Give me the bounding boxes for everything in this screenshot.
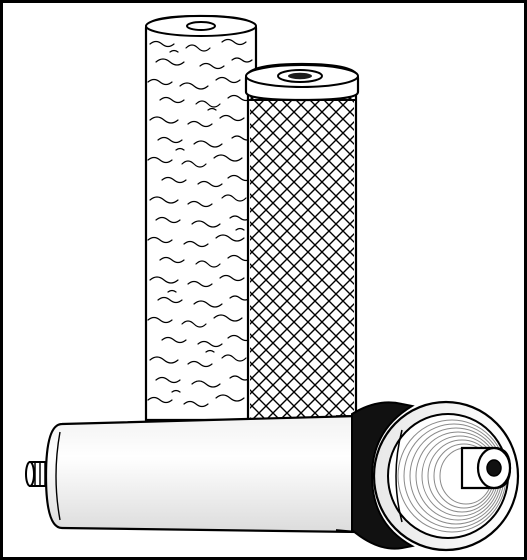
carbon-mesh-wrap (250, 90, 354, 424)
sediment-fiber-texture (147, 38, 253, 408)
ro-membrane-cartridge (25, 400, 520, 552)
brine-seal-ring (351, 401, 415, 550)
permeate-outlet-tube (460, 446, 512, 490)
sediment-filter-cartridge (144, 14, 258, 422)
carbon-block-filter-cartridge (244, 62, 360, 426)
membrane-housing (44, 414, 360, 534)
